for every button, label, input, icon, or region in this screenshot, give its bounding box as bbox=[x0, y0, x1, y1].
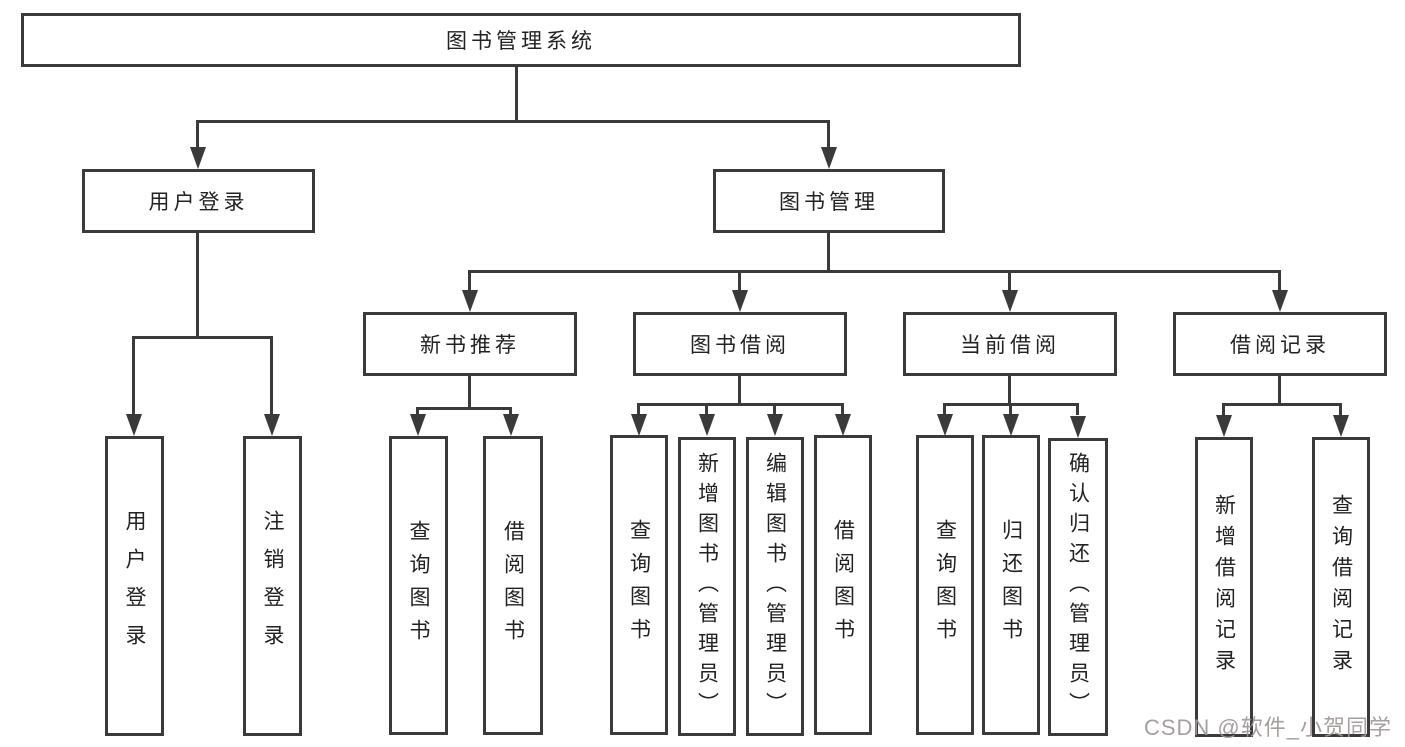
arrow-down-icon bbox=[462, 290, 478, 312]
leaf-current-return-book: 归还图书 bbox=[982, 435, 1040, 735]
connector-borrow-drop-4 bbox=[841, 403, 844, 415]
connector-current-drop-1 bbox=[943, 403, 946, 415]
leaf-user-login: 用户登录 bbox=[105, 436, 164, 736]
connector-borrow-stem bbox=[738, 375, 741, 406]
leaf-recommend-borrow-book-label: 借阅图书 bbox=[501, 519, 525, 652]
csdn-watermark: CSDN @软件_小贺同学 bbox=[1143, 715, 1392, 740]
arrow-down-icon bbox=[1333, 415, 1349, 437]
leaf-borrow-add-book-admin: 新增图书（管理员） bbox=[678, 437, 736, 736]
connector-user-drop-right bbox=[270, 336, 273, 415]
node-book-borrow: 图书借阅 bbox=[633, 312, 847, 376]
leaf-current-confirm-return-admin: 确认归还（管理员） bbox=[1048, 438, 1108, 736]
connector-drop-user bbox=[196, 120, 199, 148]
connector-records-drop-right bbox=[1339, 403, 1342, 415]
connector-records-stem bbox=[1278, 375, 1281, 406]
leaf-logout-label: 注销登录 bbox=[261, 510, 284, 662]
connector-drop-current bbox=[1008, 270, 1011, 292]
connector-borrow-drop-2 bbox=[705, 403, 708, 415]
connector-level3-rail bbox=[468, 270, 1281, 273]
connector-drop-recommend bbox=[468, 270, 471, 292]
leaf-current-query-book-label: 查询图书 bbox=[933, 519, 957, 651]
leaf-query-borrow-record: 查询借阅记录 bbox=[1312, 437, 1370, 737]
node-borrow-records: 借阅记录 bbox=[1173, 312, 1387, 376]
leaf-borrow-add-book-admin-label: 新增图书（管理员） bbox=[695, 451, 719, 722]
leaf-current-query-book: 查询图书 bbox=[916, 435, 974, 735]
arrow-down-icon bbox=[190, 147, 206, 169]
arrow-down-icon bbox=[631, 414, 647, 436]
arrow-down-icon bbox=[1272, 290, 1288, 312]
arrow-down-icon bbox=[821, 147, 837, 169]
leaf-borrow-borrow-book: 借阅图书 bbox=[814, 435, 872, 735]
connector-user-drop-left bbox=[132, 336, 135, 415]
connector-drop-borrow bbox=[738, 270, 741, 292]
connector-recommend-drop-right bbox=[509, 407, 512, 416]
connector-borrow-drop-1 bbox=[637, 403, 640, 415]
connector-level2-rail bbox=[196, 120, 830, 123]
node-book-management: 图书管理 bbox=[713, 169, 945, 233]
node-root-label: 图书管理系统 bbox=[446, 30, 596, 53]
leaf-borrow-query-book: 查询图书 bbox=[610, 435, 668, 735]
leaf-borrow-edit-book-admin-label: 编辑图书（管理员） bbox=[763, 451, 787, 722]
connector-user-rail bbox=[132, 336, 273, 339]
connector-drop-records bbox=[1278, 270, 1281, 292]
connector-user-stem bbox=[196, 232, 199, 338]
node-new-book-recommend: 新书推荐 bbox=[363, 312, 577, 376]
leaf-add-borrow-record: 新增借阅记录 bbox=[1195, 437, 1253, 737]
connector-recommend-rail bbox=[416, 407, 512, 410]
arrow-down-icon bbox=[767, 414, 783, 436]
arrow-down-icon bbox=[1002, 290, 1018, 312]
node-book-management-label: 图书管理 bbox=[779, 191, 879, 214]
connector-borrow-rail bbox=[637, 403, 844, 406]
leaf-user-login-label: 用户登录 bbox=[123, 510, 146, 662]
node-book-borrow-label: 图书借阅 bbox=[690, 334, 790, 357]
connector-borrow-drop-3 bbox=[773, 403, 776, 415]
arrow-down-icon bbox=[1003, 414, 1019, 436]
leaf-add-borrow-record-label: 新增借阅记录 bbox=[1212, 494, 1236, 680]
node-current-borrow: 当前借阅 bbox=[903, 312, 1117, 376]
leaf-borrow-edit-book-admin: 编辑图书（管理员） bbox=[746, 437, 804, 736]
connector-current-drop-3 bbox=[1076, 403, 1079, 415]
node-user-login-branch-label: 用户登录 bbox=[148, 191, 249, 214]
arrow-down-icon bbox=[503, 414, 519, 436]
connector-root-stem bbox=[515, 67, 518, 120]
arrow-down-icon bbox=[937, 414, 953, 436]
connector-records-rail bbox=[1222, 403, 1342, 406]
node-borrow-records-label: 借阅记录 bbox=[1230, 334, 1330, 357]
leaf-recommend-borrow-book: 借阅图书 bbox=[483, 436, 543, 735]
leaf-borrow-query-book-label: 查询图书 bbox=[627, 519, 651, 651]
connector-records-drop-left bbox=[1222, 403, 1225, 415]
leaf-recommend-query-book: 查询图书 bbox=[389, 436, 448, 735]
connector-current-drop-2 bbox=[1009, 403, 1012, 415]
arrow-down-icon bbox=[732, 290, 748, 312]
node-root: 图书管理系统 bbox=[21, 13, 1021, 67]
leaf-current-return-book-label: 归还图书 bbox=[999, 519, 1023, 651]
connector-drop-book bbox=[827, 120, 830, 148]
arrow-down-icon bbox=[264, 414, 280, 436]
leaf-query-borrow-record-label: 查询借阅记录 bbox=[1329, 494, 1353, 680]
leaf-borrow-borrow-book-label: 借阅图书 bbox=[831, 519, 855, 651]
arrow-down-icon bbox=[835, 414, 851, 436]
connector-book-stem bbox=[827, 232, 830, 273]
leaf-current-confirm-return-admin-label: 确认归还（管理员） bbox=[1066, 452, 1090, 722]
node-new-book-recommend-label: 新书推荐 bbox=[420, 334, 520, 357]
node-user-login-branch: 用户登录 bbox=[82, 169, 315, 233]
node-current-borrow-label: 当前借阅 bbox=[960, 334, 1060, 357]
arrow-down-icon bbox=[126, 414, 142, 436]
connector-recommend-drop-left bbox=[416, 407, 419, 416]
arrow-down-icon bbox=[699, 414, 715, 436]
leaf-recommend-query-book-label: 查询图书 bbox=[407, 519, 430, 652]
arrow-down-icon bbox=[1070, 416, 1086, 438]
leaf-logout: 注销登录 bbox=[243, 436, 302, 736]
connector-current-stem bbox=[1008, 375, 1011, 406]
arrow-down-icon bbox=[1216, 415, 1232, 437]
arrow-down-icon bbox=[410, 414, 426, 436]
connector-recommend-stem bbox=[468, 375, 471, 409]
